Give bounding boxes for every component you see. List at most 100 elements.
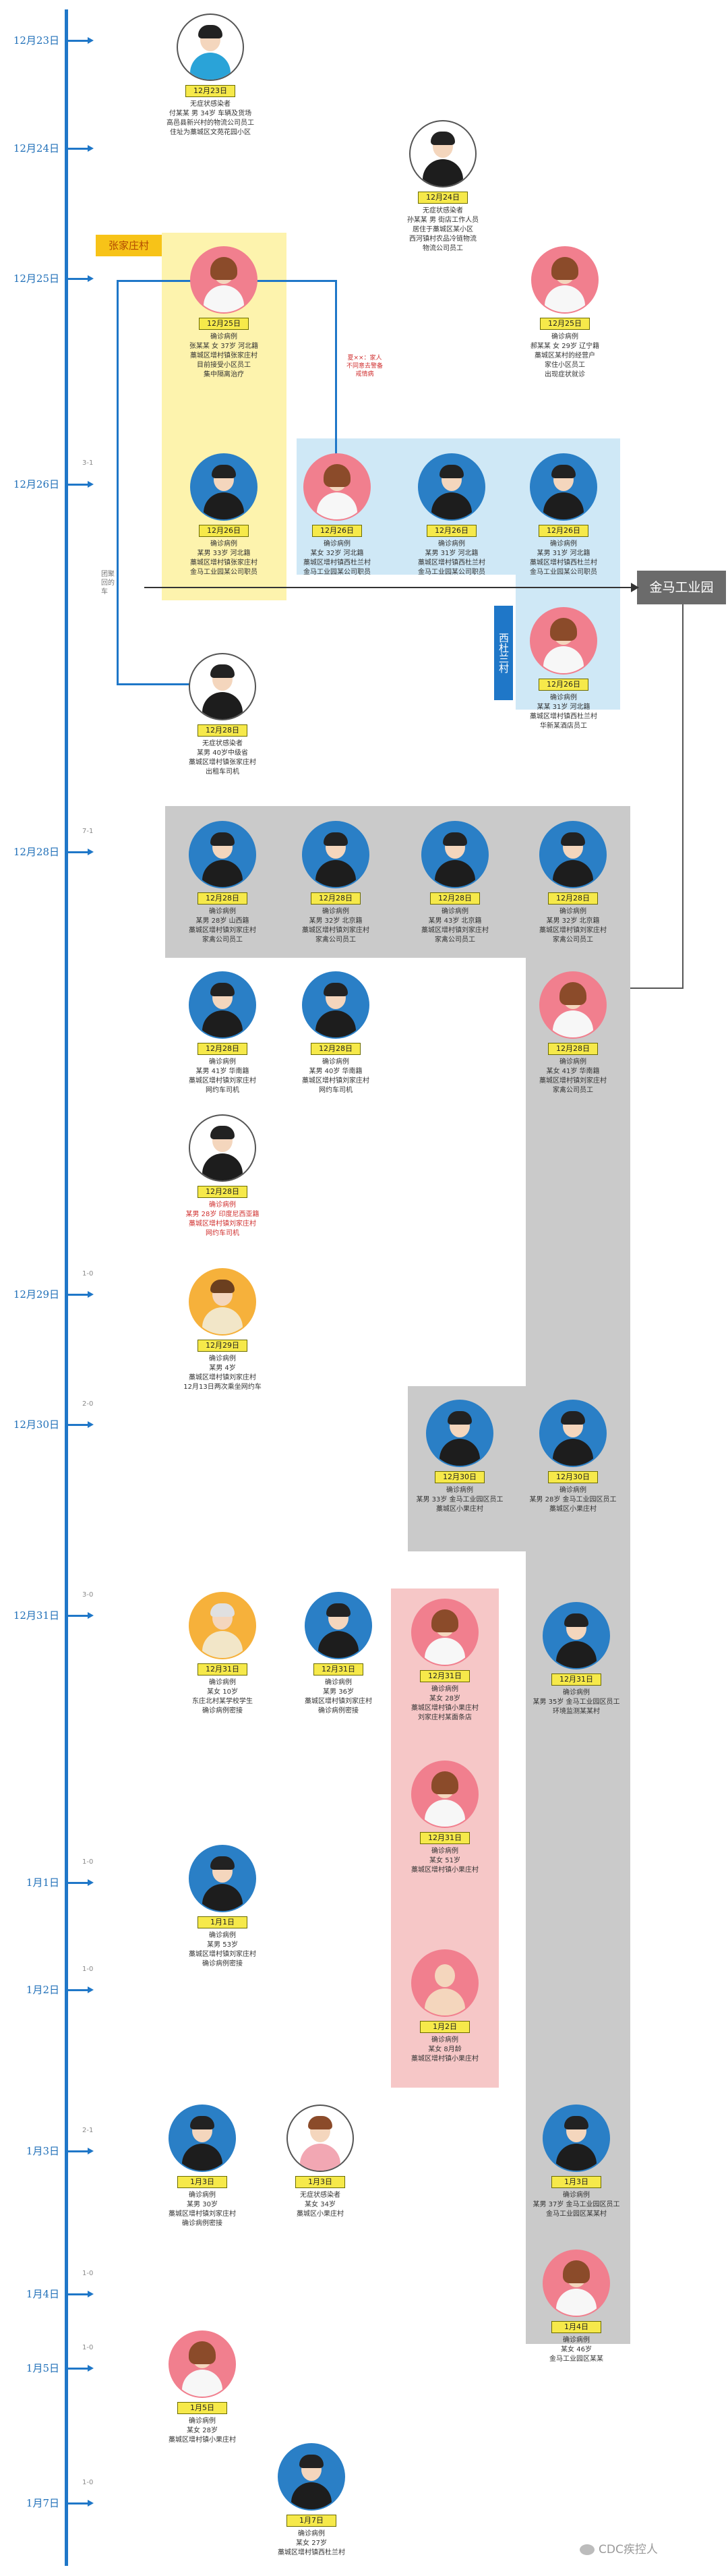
case-card: 12月25日 确诊病例 张某某 女 37岁 河北籍 藁城区增村镇张家庄村 目前接… bbox=[163, 246, 284, 380]
avatar-female-icon bbox=[303, 453, 371, 521]
avatar-female-icon bbox=[530, 607, 597, 675]
case-card: 12月26日 确诊病例 某男 33岁 河北籍 藁城区增村镇张家庄村 金马工业园某… bbox=[163, 453, 284, 577]
case-card: 1月5日 确诊病例 某女 28岁 藁城区增村镇小果庄村 bbox=[142, 2330, 263, 2445]
date-label: 12月28日 bbox=[13, 846, 59, 858]
case-date-tag: 12月26日 bbox=[199, 525, 249, 537]
tick-1230 bbox=[67, 1421, 94, 1428]
tick-1228 bbox=[67, 849, 94, 855]
case-card: 1月3日 确诊病例 某男 30岁 藁城区增村镇刘家庄村 确诊病例密接 bbox=[142, 2105, 263, 2229]
case-info: 确诊病例 某男 4岁 藁城区增村镇刘家庄村 12月13日两次乘坐网约车 bbox=[183, 1355, 262, 1391]
case-date-tag: 12月31日 bbox=[551, 1673, 601, 1686]
case-card: 12月31日 确诊病例 某女 51岁 藁城区增村镇小果庄村 bbox=[384, 1761, 506, 1875]
case-info: 确诊病例 某男 43岁 北京籍 藁城区增村镇刘家庄村 家禽公司员工 bbox=[421, 908, 489, 944]
case-info: 确诊病例 某男 31岁 河北籍 藁城区增村镇西杜兰村 金马工业园某公司职员 bbox=[530, 540, 597, 576]
tick-0105 bbox=[67, 2365, 94, 2372]
case-info: 确诊病例 某男 36岁 藁城区增村镇刘家庄村 确诊病例密接 bbox=[305, 1679, 372, 1715]
avatar-male-icon bbox=[421, 821, 489, 888]
case-date-tag: 1月7日 bbox=[286, 2515, 336, 2527]
case-card: 1月1日 确诊病例 某男 53岁 藁城区增村镇刘家庄村 确诊病例密接 bbox=[162, 1845, 283, 1969]
tick-1224 bbox=[67, 145, 94, 152]
count-label: 3-1 bbox=[82, 459, 94, 467]
case-info: 无症状感染者 孙某某 男 街店工作人员 居住于藁城区某小区 西河镇村农品冷链物流… bbox=[406, 207, 479, 252]
case-info: 无症状感染者 某女 34岁 藁城区小果庄村 bbox=[297, 2192, 344, 2218]
date-label: 1月7日 bbox=[26, 2497, 59, 2509]
avatar-male-icon bbox=[302, 971, 369, 1039]
date-label: 12月29日 bbox=[13, 1288, 59, 1300]
wechat-icon bbox=[580, 2544, 595, 2555]
date-label: 12月25日 bbox=[13, 273, 59, 285]
count-label: 1-0 bbox=[82, 1966, 94, 1973]
watermark-text: CDC疾控人 bbox=[599, 2543, 658, 2556]
case-date-tag: 12月26日 bbox=[427, 525, 477, 537]
case-info: 确诊病例 某女 8月龄 藁城区增村镇小果庄村 bbox=[411, 2036, 479, 2063]
count-label: 1-0 bbox=[82, 2344, 94, 2351]
case-card: 1月2日 确诊病例 某女 8月龄 藁城区增村镇小果庄村 bbox=[384, 1949, 506, 2064]
tick-1225 bbox=[67, 275, 94, 282]
avatar-child-icon bbox=[189, 1268, 256, 1336]
case-date-tag: 12月31日 bbox=[420, 1670, 470, 1682]
case-card: 12月30日 确诊病例 某男 28岁 金马工业园区员工 藁城区小果庄村 bbox=[512, 1400, 634, 1514]
line-blue-left bbox=[117, 280, 119, 685]
tick-0104 bbox=[67, 2291, 94, 2297]
tick-1223 bbox=[67, 37, 94, 44]
case-info: 确诊病例 某女 46岁 金马工业园区某某 bbox=[549, 2337, 603, 2363]
case-info: 确诊病例 张某某 女 37岁 河北籍 藁城区增村镇张家庄村 目前接受小区员工 集… bbox=[189, 333, 259, 378]
case-date-tag: 12月30日 bbox=[435, 1471, 485, 1483]
avatar-male-icon bbox=[409, 120, 477, 188]
note-red: 夏××：家人 不同意去警备 戒情病 bbox=[346, 355, 383, 378]
tick-0102 bbox=[67, 1986, 94, 1993]
case-date-tag: 12月28日 bbox=[311, 1043, 361, 1055]
case-date-tag: 12月31日 bbox=[313, 1663, 363, 1676]
avatar-female-icon bbox=[190, 246, 257, 314]
avatar-male-icon bbox=[189, 821, 256, 888]
avatar-male-icon bbox=[302, 821, 369, 888]
count-label: 1-0 bbox=[82, 2270, 94, 2277]
case-card: 12月28日 确诊病例 某女 41岁 华南籍 藁城区增村镇刘家庄村 家禽公司员工 bbox=[512, 971, 634, 1095]
avatar-male-icon bbox=[189, 1114, 256, 1182]
date-label: 12月30日 bbox=[13, 1419, 59, 1431]
case-date-tag: 12月31日 bbox=[198, 1663, 247, 1676]
avatar-male-icon bbox=[543, 2105, 610, 2172]
case-date-tag: 1月3日 bbox=[177, 2176, 227, 2188]
avatar-male-icon bbox=[539, 1400, 607, 1467]
case-card: 12月24日 无症状感染者 孙某某 男 街店工作人员 居住于藁城区某小区 西河镇… bbox=[382, 120, 504, 254]
line-blue-down bbox=[335, 280, 337, 459]
case-info: 确诊病例 某男 30岁 藁城区增村镇刘家庄村 确诊病例密接 bbox=[169, 2192, 236, 2227]
case-date-tag: 12月28日 bbox=[198, 1043, 247, 1055]
date-label: 12月24日 bbox=[13, 142, 59, 154]
count-label: 1-0 bbox=[82, 1270, 94, 1278]
case-card: 1月3日 无症状感染者 某女 34岁 藁城区小果庄村 bbox=[260, 2105, 381, 2219]
case-card: 12月28日 确诊病例 某男 28岁 印度尼西亚籍 藁城区增村镇刘家庄村 网约车… bbox=[162, 1114, 283, 1238]
case-info: 确诊病例 某男 41岁 华南籍 藁城区增村镇刘家庄村 网约车司机 bbox=[189, 1058, 256, 1094]
case-date-tag: 12月30日 bbox=[548, 1471, 598, 1483]
avatar-male-icon bbox=[169, 2105, 236, 2172]
case-card: 12月25日 确诊病例 郝某某 女 29岁 辽宁籍 藁城区某村的经营户 家住小区… bbox=[504, 246, 626, 380]
note-side: 团聚 回的 车 bbox=[101, 571, 115, 596]
avatar-female-icon bbox=[531, 246, 599, 314]
watermark: CDC疾控人 bbox=[580, 2540, 658, 2556]
case-card: 12月28日 确诊病例 某男 41岁 华南籍 藁城区增村镇刘家庄村 网约车司机 bbox=[162, 971, 283, 1095]
case-card: 12月29日 确诊病例 某男 4岁 藁城区增村镇刘家庄村 12月13日两次乘坐网… bbox=[162, 1268, 283, 1392]
avatar-male-icon bbox=[543, 1602, 610, 1669]
avatar-female-icon bbox=[286, 2105, 354, 2172]
count-label: 2-0 bbox=[82, 1400, 94, 1408]
case-info: 确诊病例 某女 32岁 河北籍 藁城区增村镇西杜兰村 金马工业园某公司职员 bbox=[303, 540, 371, 576]
date-label: 1月5日 bbox=[26, 2362, 59, 2374]
date-label: 1月1日 bbox=[26, 1877, 59, 1889]
zone-label-xidu: 西杜兰村 bbox=[494, 606, 513, 700]
date-label: 1月3日 bbox=[26, 2145, 59, 2157]
zone-label-zhangjiazhuang: 张家庄村 bbox=[96, 235, 162, 256]
case-date-tag: 12月28日 bbox=[198, 724, 247, 737]
case-info: 确诊病例 某男 28岁 印度尼西亚籍 藁城区增村镇刘家庄村 网约车司机 bbox=[185, 1201, 260, 1237]
case-info: 确诊病例 某男 28岁 金马工业园区员工 藁城区小果庄村 bbox=[529, 1487, 617, 1513]
case-info: 确诊病例 某男 53岁 藁城区增村镇刘家庄村 确诊病例密接 bbox=[189, 1932, 256, 1968]
avatar-male-icon bbox=[189, 1845, 256, 1912]
case-card: 12月28日 确诊病例 某男 32岁 北京籍 藁城区增村镇刘家庄村 家禽公司员工 bbox=[512, 821, 634, 945]
line-gray-return bbox=[630, 988, 683, 989]
case-info: 确诊病例 某男 31岁 河北籍 藁城区增村镇西杜兰村 金马工业园某公司职员 bbox=[418, 540, 485, 576]
avatar-child-icon bbox=[189, 1592, 256, 1659]
avatar-female-icon bbox=[411, 1761, 479, 1828]
avatar-male-icon bbox=[305, 1592, 372, 1659]
avatar-female-icon bbox=[539, 971, 607, 1039]
case-card: 12月31日 确诊病例 某男 35岁 金马工业园区员工 环境监测某某村 bbox=[516, 1602, 637, 1717]
